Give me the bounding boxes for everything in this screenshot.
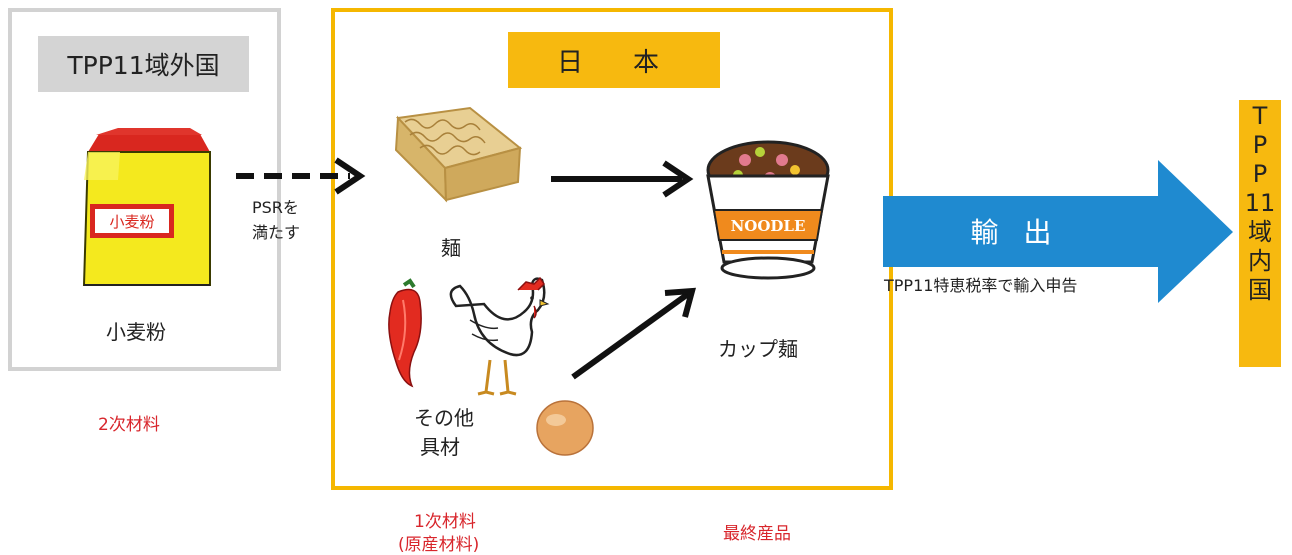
export-note: TPP11特恵税率で輸入申告: [884, 276, 1078, 295]
cup-noodle-icon: NOODLE: [706, 140, 830, 280]
destination-char: P: [1252, 131, 1268, 159]
noodle-block-icon: [394, 106, 523, 203]
destination-char: P: [1252, 160, 1268, 188]
export-arrow[interactable]: 輸 出: [883, 160, 1233, 303]
final-product-label: 最終産品: [723, 524, 791, 544]
secondary-material-label: 2次材料: [98, 415, 160, 435]
flour-label: 小麦粉: [106, 320, 166, 344]
flour-bag-icon: 小麦粉: [82, 128, 211, 286]
noodle-label: 麺: [441, 236, 461, 260]
japan-label: 日 本: [508, 32, 720, 88]
outside-country-label: TPP11域外国: [38, 36, 249, 92]
outside-country-box: [8, 8, 281, 371]
cup-noodle-label: カップ麺: [718, 337, 798, 361]
psr-arrow: [236, 157, 366, 195]
egg-icon: [536, 400, 594, 456]
chicken-icon: [449, 276, 550, 396]
psr-label-line1: PSRを: [252, 198, 299, 217]
japan-text: 日 本: [556, 47, 671, 78]
destination-char: 国: [1248, 276, 1272, 304]
export-label: 輸 出: [971, 216, 1060, 249]
other-ingredients-line2: 具材: [420, 435, 460, 459]
primary-material-line2: (原産材料): [398, 535, 480, 555]
destination-char: 域: [1248, 218, 1272, 246]
destination-char: T: [1252, 102, 1268, 130]
other-ingredients-line1: その他: [414, 406, 474, 430]
psr-label-line2: 満たす: [252, 223, 301, 242]
ingredients-to-cup-arrow: [571, 287, 696, 380]
flour-bag-label: 小麦粉: [109, 213, 154, 231]
chili-pepper-icon: [388, 278, 422, 388]
outside-country-text: TPP11域外国: [67, 51, 220, 80]
primary-material-line1: 1次材料: [414, 512, 476, 532]
destination-char: 11: [1244, 189, 1276, 217]
noodle-to-cup-arrow: [551, 160, 694, 198]
destination-char: 内: [1248, 247, 1272, 275]
cup-label: NOODLE: [731, 217, 806, 235]
